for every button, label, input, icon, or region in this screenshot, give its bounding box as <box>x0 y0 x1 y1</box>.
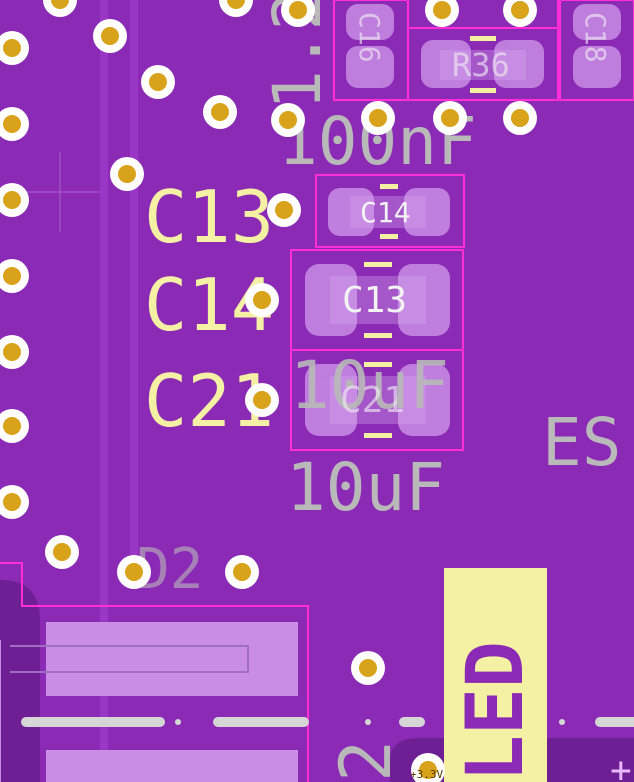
c14-pad-1[interactable] <box>328 188 374 236</box>
c18-pad-2[interactable] <box>573 4 621 40</box>
via-24-drill <box>53 543 71 561</box>
fab-value-10uf-a: 10uF <box>290 347 449 424</box>
net-label-3v3: +3.3V <box>410 768 443 781</box>
via-8-drill <box>149 73 167 91</box>
silk-ref-c13: C13 <box>144 175 274 259</box>
via-18-drill <box>3 267 21 285</box>
body-ref-c16: C16 <box>353 12 386 63</box>
d2-pad-lower[interactable] <box>46 750 298 782</box>
via-9-drill <box>211 103 229 121</box>
crosshair-cursor <box>20 152 100 232</box>
via-17-drill <box>3 191 21 209</box>
edge-copper-left <box>0 580 40 782</box>
body-ref-c21: C21 <box>340 380 405 421</box>
via-16-drill <box>275 201 293 219</box>
via-3-drill <box>289 1 307 19</box>
via-26-drill <box>233 563 251 581</box>
via-14-drill <box>3 115 21 133</box>
c16-pad-2[interactable] <box>346 4 394 40</box>
via-7-drill <box>101 27 119 45</box>
fab-plus: + <box>610 750 632 782</box>
fab-value-10uf-b: 10uF <box>286 449 445 526</box>
via-25-drill <box>125 563 143 581</box>
dashed-guide <box>21 717 634 727</box>
silk-mark-r36-top <box>470 36 496 41</box>
via-23-drill <box>3 493 21 511</box>
via-6-drill <box>3 39 21 57</box>
body-ref-c14: C14 <box>360 196 411 229</box>
via-12-drill <box>441 109 459 127</box>
courtyard-c14 <box>315 174 465 248</box>
via-1-drill <box>51 0 69 9</box>
c13-pad-1[interactable] <box>305 264 357 336</box>
trace-vertical-mid <box>130 0 138 560</box>
c21-body <box>330 376 426 424</box>
led-silk-block <box>444 568 547 782</box>
via-21-drill <box>253 391 271 409</box>
r36-pad-1[interactable] <box>421 40 471 88</box>
via-4-drill <box>433 1 451 19</box>
courtyard-c18 <box>559 0 634 101</box>
courtyard-c21 <box>290 349 464 451</box>
fab-text-2: 2 <box>325 740 407 782</box>
r36-pad-2[interactable] <box>494 40 544 88</box>
body-ref-r36: R36 <box>452 46 510 84</box>
led-silk-label: LED <box>451 641 541 782</box>
via-27-drill <box>359 659 377 677</box>
via-2-drill <box>227 0 245 9</box>
c21-pad-1[interactable] <box>305 364 357 436</box>
trace-vertical-left <box>100 0 108 782</box>
r36-body <box>440 50 526 80</box>
via-5-drill <box>511 1 529 19</box>
via-20-drill <box>3 343 21 361</box>
courtyard-d2 <box>0 562 309 782</box>
c16-pad-1[interactable] <box>346 46 394 88</box>
c21-pad-2[interactable] <box>398 364 450 436</box>
c14-body <box>350 196 426 228</box>
c13-body <box>330 276 426 324</box>
via-15-drill <box>118 165 136 183</box>
via-11-drill <box>369 109 387 127</box>
d2-pad-upper[interactable] <box>46 622 298 696</box>
via-13-drill <box>511 109 529 127</box>
silk-mark-c21-bot <box>364 433 392 438</box>
via-22-drill <box>3 417 21 435</box>
d2-fab-outline <box>10 645 249 673</box>
via-10-drill <box>279 111 297 129</box>
silk-mark-c13-top <box>364 262 392 267</box>
fab-text-es: ES <box>542 404 621 481</box>
via-19-drill <box>253 291 271 309</box>
body-ref-c18: C18 <box>579 12 612 63</box>
silk-mark-c21-top <box>364 362 392 367</box>
c18-pad-1[interactable] <box>573 46 621 88</box>
via-layer <box>0 0 537 782</box>
c14-pad-2[interactable] <box>404 188 450 236</box>
c13-pad-2[interactable] <box>398 264 450 336</box>
silk-mark-r36-bot <box>470 88 496 93</box>
body-ref-c13: C13 <box>342 280 407 321</box>
via-28-drill <box>419 761 437 779</box>
silk-mark-c13-bot <box>364 333 392 338</box>
silk-mark-c14-bot <box>380 234 398 239</box>
courtyard-r36 <box>407 27 559 101</box>
silk-mark-c14-top <box>380 184 398 189</box>
